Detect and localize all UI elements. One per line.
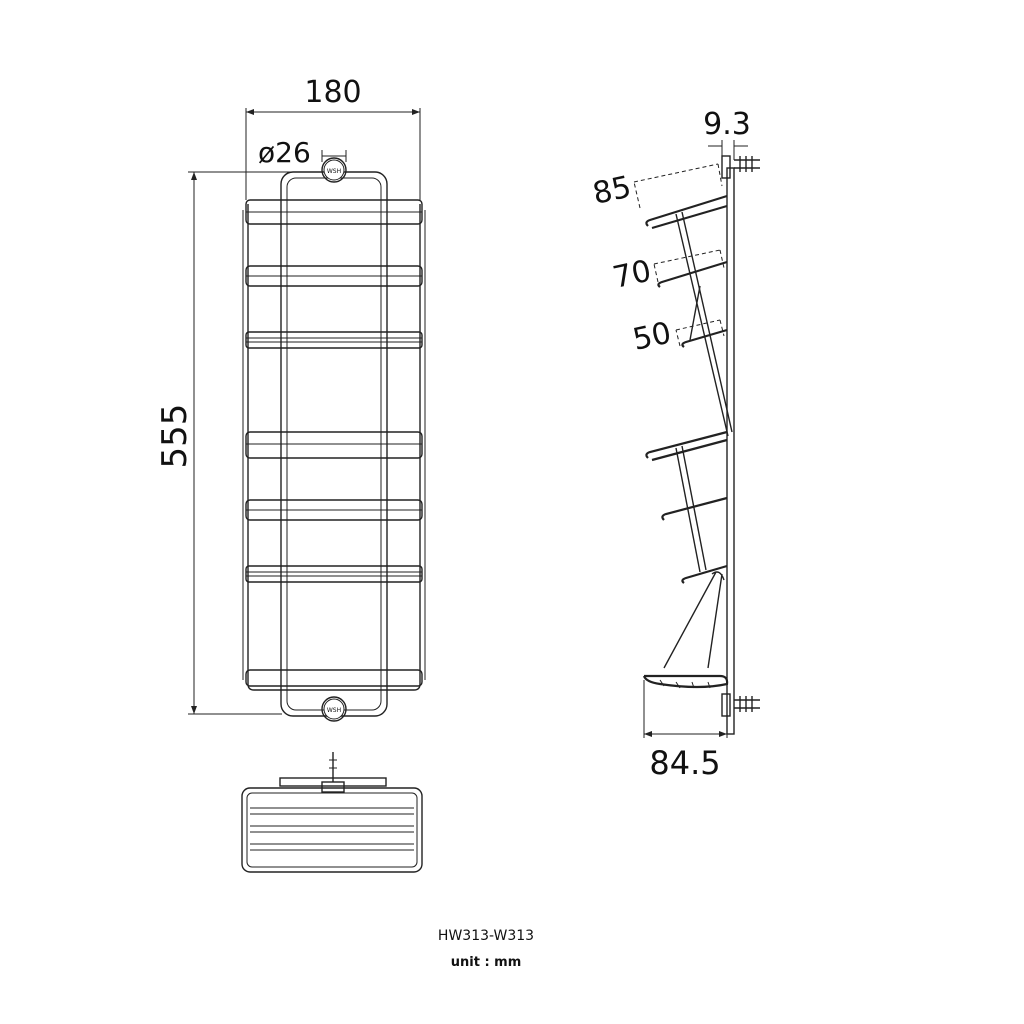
front-shelf-rails [245, 199, 423, 687]
shelf-70-label: 70 [610, 254, 655, 296]
side-view: 9.3 85 70 5 [590, 107, 760, 782]
top-mount-logo: WSH [327, 168, 341, 175]
hole-diameter-label: ø26 [258, 136, 311, 169]
depth-top-dimension: 9.3 [703, 107, 751, 160]
depth-bottom-dimension: 84.5 [643, 680, 728, 782]
top-mount: WSH [321, 157, 347, 183]
width-label: 180 [304, 75, 361, 110]
shelf-50-label: 50 [630, 316, 675, 358]
depth-bottom-label: 84.5 [649, 744, 720, 782]
front-view: 180 ø26 555 WSH [155, 75, 426, 722]
depth-top-label: 9.3 [703, 107, 751, 142]
shelf-85-label: 85 [590, 170, 635, 212]
height-label: 555 [155, 404, 195, 469]
side-shelves [642, 194, 733, 689]
model-caption: HW313-W313 [438, 928, 534, 944]
bottom-mount: WSH [321, 696, 347, 722]
shelf-dimensions: 85 70 50 [590, 163, 725, 358]
height-dimension: 555 [155, 171, 328, 715]
hole-dimension: ø26 [258, 136, 347, 169]
top-view [241, 752, 423, 873]
unit-caption: unit : mm [451, 955, 522, 970]
bottom-mount-logo: WSH [327, 707, 341, 714]
width-dimension: 180 [245, 75, 421, 200]
